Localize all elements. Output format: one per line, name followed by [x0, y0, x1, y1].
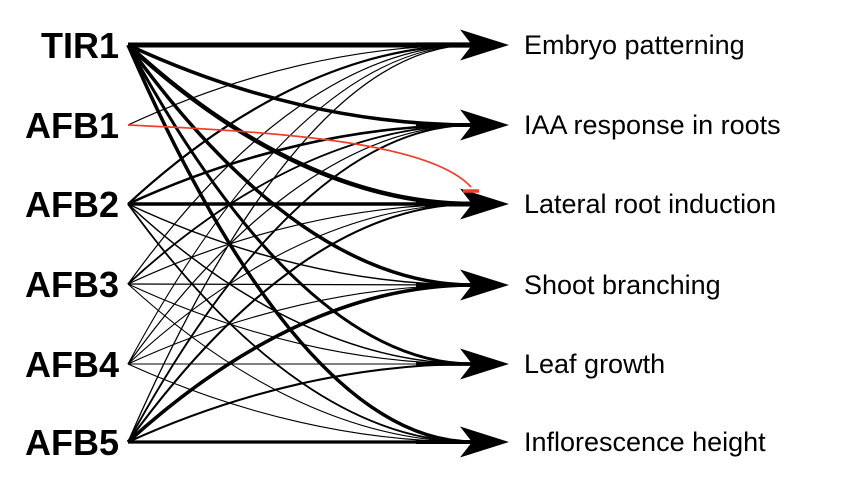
left-node-labels: TIR1 AFB1 AFB2 AFB3 AFB4 AFB5	[25, 25, 119, 463]
left-node-label-afb1: AFB1	[25, 105, 119, 146]
arrow-group	[416, 29, 509, 458]
arrowhead-iaa	[460, 109, 509, 141]
edge-AFB5-shoot	[126, 283, 474, 444]
right-node-label-inflorescence-height: Inflorescence height	[524, 427, 766, 457]
left-node-label-afb5: AFB5	[25, 422, 119, 463]
edge-AFB4-lateral	[127, 203, 474, 365]
left-node-label-tir1: TIR1	[41, 25, 119, 66]
arrowhead-inflorescence	[460, 426, 509, 458]
right-node-label-embryo-patterning: Embryo patterning	[524, 30, 745, 60]
edge-AFB5-iaa	[127, 124, 474, 443]
edge-AFB4-iaa	[127, 124, 474, 365]
edge-TIR1-lateral	[126, 43, 474, 207]
edge-group	[126, 42, 474, 444]
edge-AFB5-lateral	[127, 202, 474, 443]
left-node-label-afb3: AFB3	[25, 264, 119, 305]
right-node-label-lateral-root-induction: Lateral root induction	[524, 189, 776, 219]
edge-AFB5-embryo	[127, 44, 474, 443]
edge-AFB3-iaa	[127, 124, 474, 285]
arrowhead-leaf	[460, 348, 509, 380]
arrowhead-embryo	[460, 29, 509, 61]
edge-AFB3-shoot	[127, 283, 474, 286]
inhibition-edge-AFB1-lateral	[127, 124, 472, 188]
edge-AFB2-embryo	[127, 43, 474, 205]
inhibition-group	[127, 124, 479, 193]
arrowhead-shoot	[460, 269, 509, 301]
right-node-label-shoot-branching: Shoot branching	[524, 270, 721, 300]
right-node-labels: Embryo patterning IAA response in roots …	[524, 30, 781, 457]
arrowhead-lateral	[460, 188, 509, 220]
edge-AFB3-inflorescence	[127, 283, 474, 443]
right-node-label-iaa-response-in-roots: IAA response in roots	[524, 110, 781, 140]
right-node-label-leaf-growth: Leaf growth	[524, 349, 665, 379]
left-node-label-afb4: AFB4	[25, 344, 119, 385]
edge-AFB3-embryo	[127, 44, 474, 285]
edge-TIR1-leaf	[126, 44, 474, 366]
edge-AFB4-embryo	[127, 44, 474, 365]
left-node-label-afb2: AFB2	[25, 184, 119, 225]
edge-TIR1-inflorescence	[126, 44, 474, 444]
